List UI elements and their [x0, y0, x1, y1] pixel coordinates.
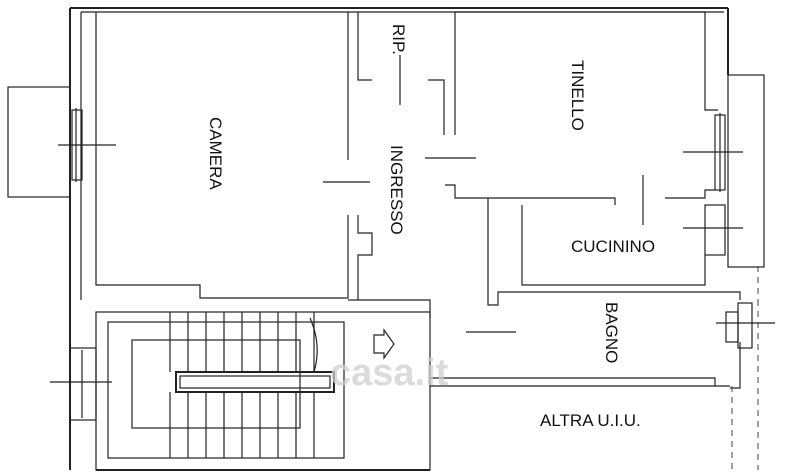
watermark-logo: casa.it — [330, 352, 449, 394]
camera-room — [95, 12, 370, 299]
right-balcony — [683, 74, 765, 268]
stair-steps-top — [169, 312, 315, 372]
label-bagno: BAGNO — [602, 302, 621, 363]
watermark-text: casa.it — [330, 352, 449, 394]
label-camera: CAMERA — [206, 117, 225, 190]
label-altra-uiu: ALTRA U.I.U. — [540, 411, 641, 430]
tinello-room — [445, 11, 718, 225]
stair-steps-bottom — [169, 392, 315, 458]
label-cucinino: CUCININO — [571, 237, 655, 256]
left-balcony — [7, 86, 116, 198]
dashed-boundary — [731, 266, 759, 470]
label-rip: RIP. — [389, 24, 408, 55]
corridor-walls — [348, 12, 476, 318]
entrance-arrow-icon — [373, 328, 395, 360]
label-ingresso: INGRESSO — [387, 145, 406, 235]
label-tinello: TINELLO — [568, 60, 587, 131]
bagno-room — [430, 302, 775, 389]
stair-window — [50, 347, 112, 421]
cucinino-room — [487, 198, 741, 306]
